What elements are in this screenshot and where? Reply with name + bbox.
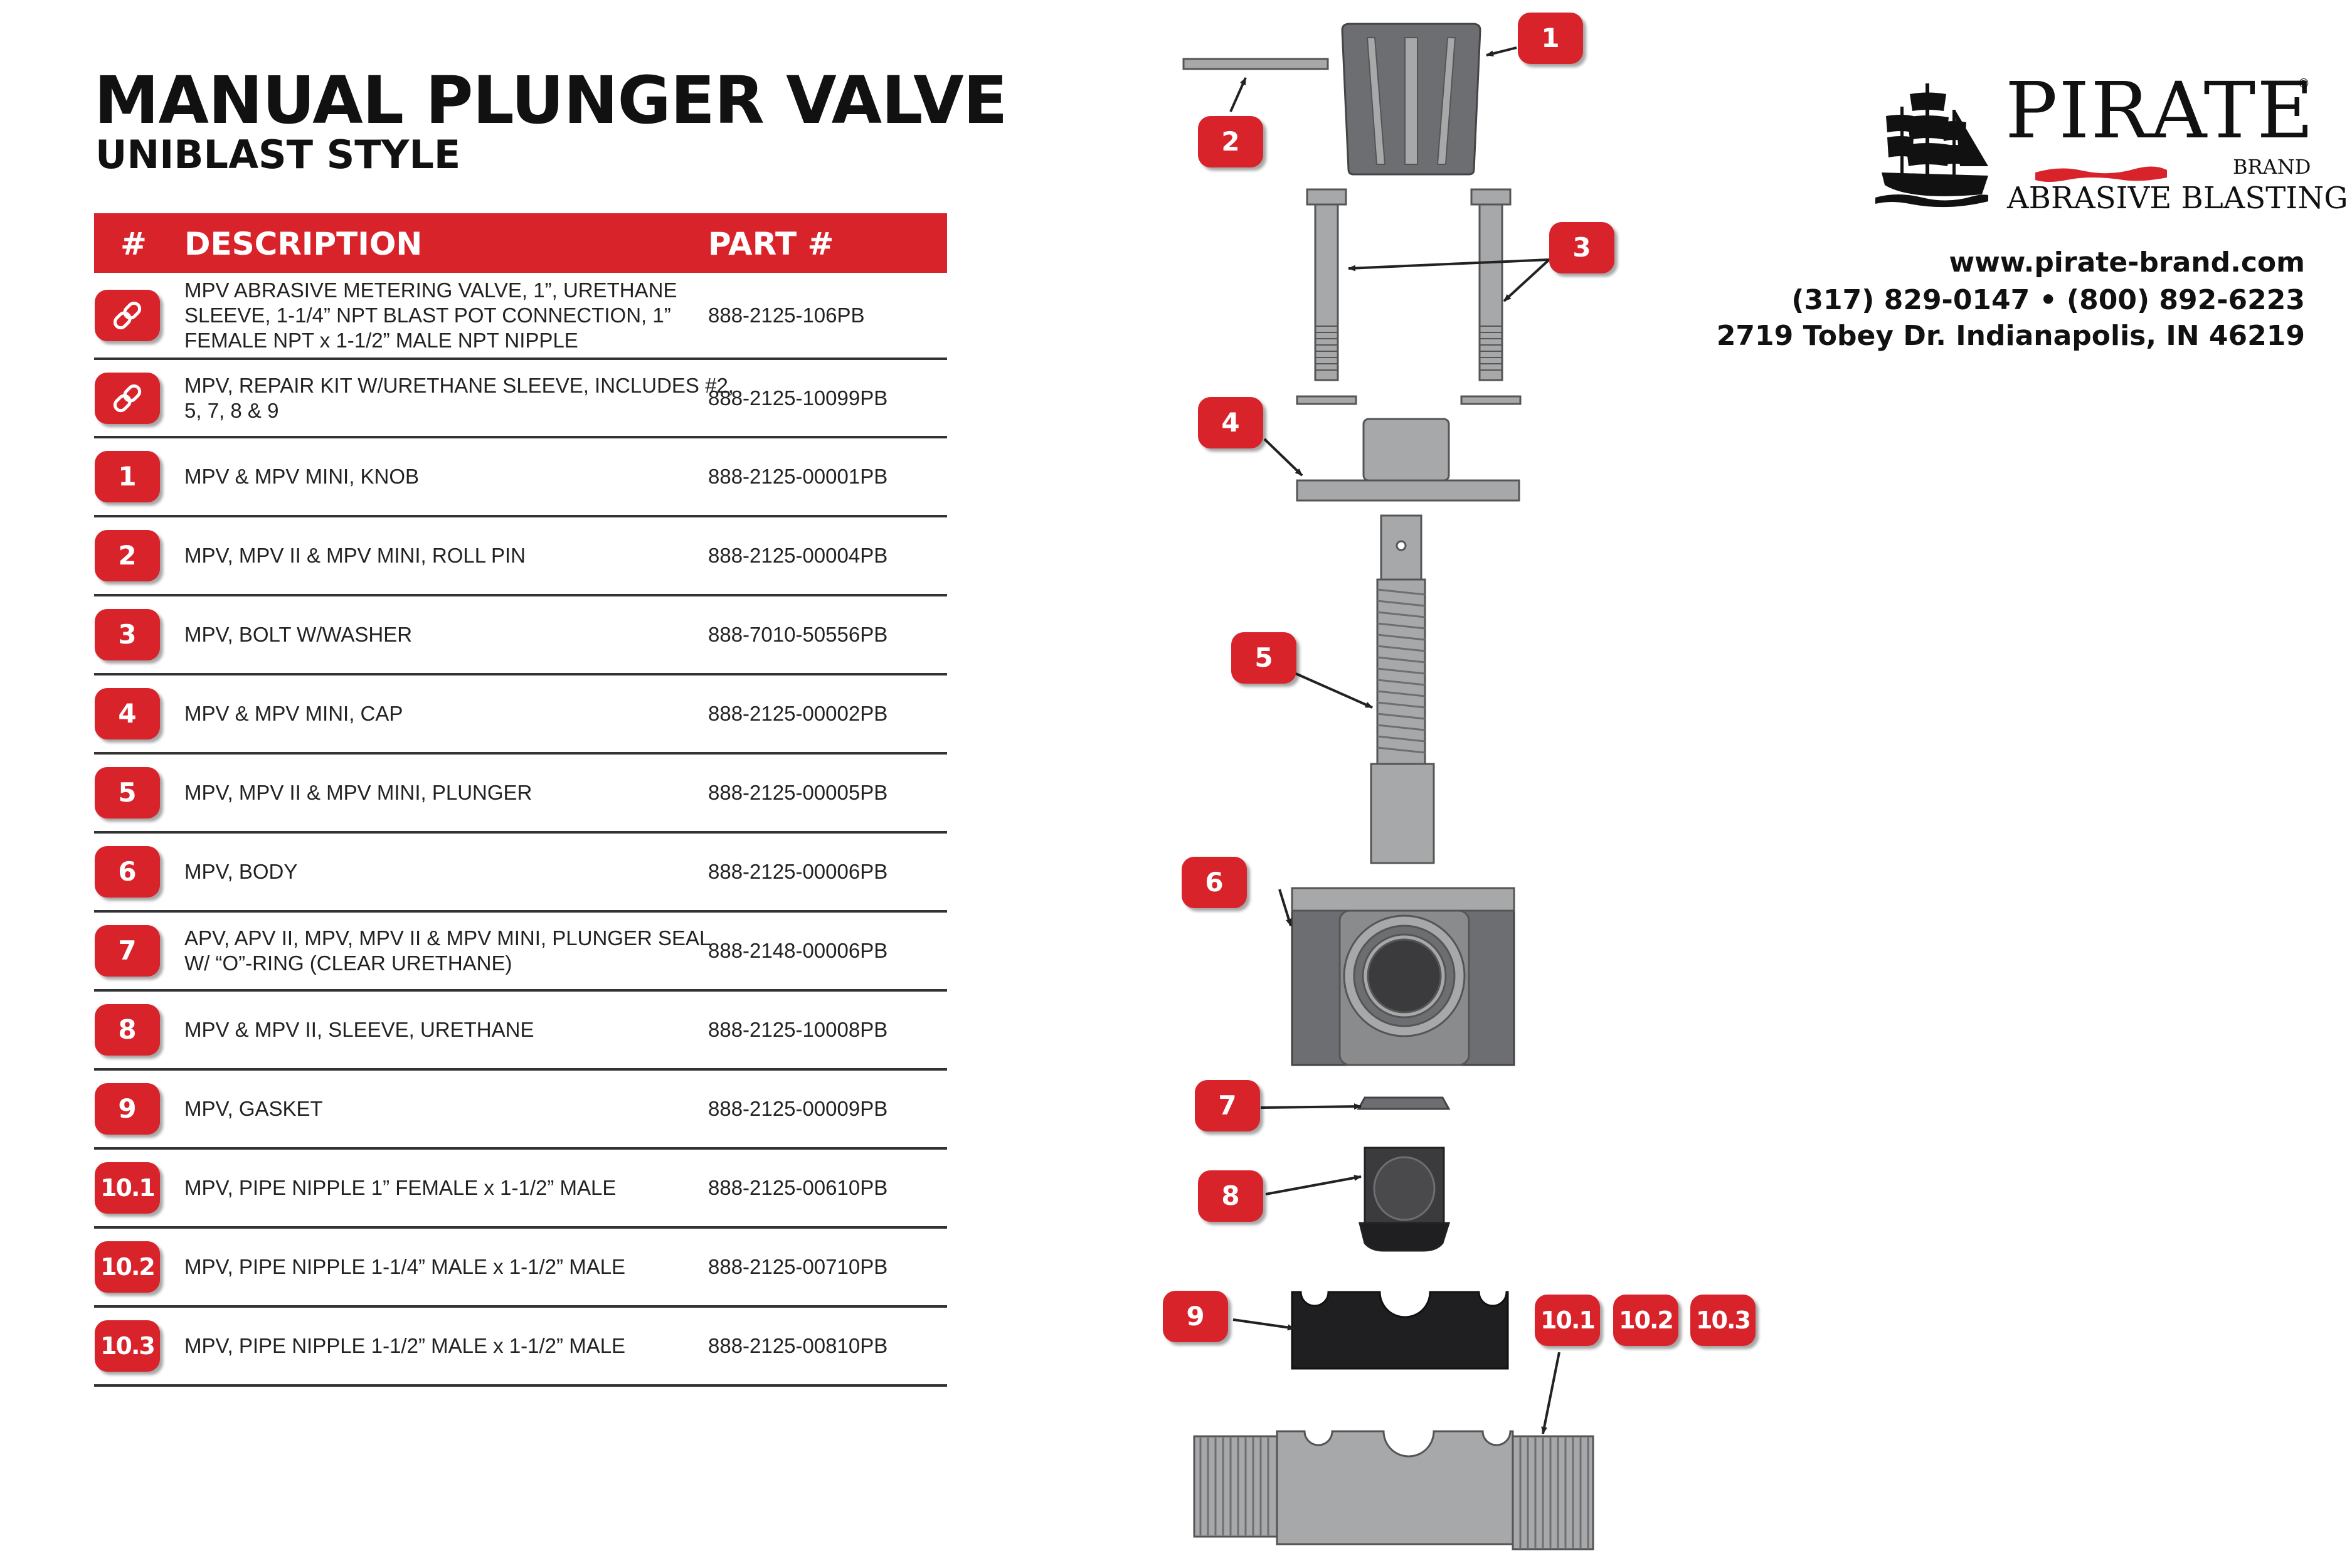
plunger-seal-part (1357, 1096, 1451, 1110)
table-row: 7 APV, APV II, MPV, MPV II & MPV MINI, P… (94, 913, 947, 992)
callout-2: 2 (1198, 116, 1263, 167)
website-link[interactable]: www.pirate-brand.com (1949, 246, 2305, 278)
table-row: 10.3 MPV, PIPE NIPPLE 1-1/2” MALE x 1-1/… (94, 1308, 947, 1387)
table-row: 2 MPV, MPV II & MPV MINI, ROLL PIN 888-2… (94, 517, 947, 596)
row-number-badge: 2 (95, 530, 160, 581)
bolt-part (1460, 188, 1522, 405)
table-row: 5 MPV, MPV II & MPV MINI, PLUNGER 888-21… (94, 755, 947, 834)
row-description: MPV, BODY (184, 860, 298, 883)
row-number-badge: 5 (95, 767, 160, 818)
row-number-badge: 8 (95, 1004, 160, 1056)
link-icon (95, 372, 160, 424)
table-row: 6 MPV, BODY 888-2125-00006PB (94, 834, 947, 913)
row-description: MPV, MPV II & MPV MINI, PLUNGER (184, 781, 532, 804)
row-description: MPV, GASKET (184, 1097, 323, 1120)
sleeve-part (1359, 1147, 1451, 1252)
table-row: MPV, REPAIR KIT W/URETHANE SLEEVE, INCLU… (94, 360, 947, 438)
row-part-number: 888-2125-106PB (708, 303, 865, 327)
row-description: MPV, PIPE NIPPLE 1-1/4” MALE x 1-1/2” MA… (184, 1255, 626, 1278)
row-part-number: 888-2125-00002PB (708, 702, 888, 725)
plunger-part (1370, 514, 1435, 864)
row-number-badge: 10.3 (95, 1320, 160, 1372)
cap-part (1296, 418, 1520, 502)
table-row: 4 MPV & MPV MINI, CAP 888-2125-00002PB (94, 675, 947, 755)
brand-tagline: ABRASIVE BLASTING (2007, 181, 2348, 216)
header-part: PART # (708, 226, 834, 262)
row-part-number: 888-2125-00710PB (708, 1255, 888, 1278)
callout-10-3: 10.3 (1690, 1295, 1756, 1346)
table-row: 9 MPV, GASKET 888-2125-00009PB (94, 1071, 947, 1150)
row-description: MPV, BOLT W/WASHER (184, 623, 413, 646)
table-row: 10.2 MPV, PIPE NIPPLE 1-1/4” MALE x 1-1/… (94, 1229, 947, 1308)
brand-name: PIRATE (2005, 66, 2315, 156)
callout-6: 6 (1182, 857, 1247, 908)
body-part (1291, 887, 1515, 1066)
gasket-part (1291, 1291, 1509, 1370)
row-part-number: 888-2125-00004PB (708, 544, 888, 567)
callout-5: 5 (1231, 632, 1296, 684)
callout-3: 3 (1549, 222, 1614, 273)
row-part-number: 888-2125-00009PB (708, 1097, 888, 1120)
brand-sub: BRAND (2233, 155, 2311, 179)
row-description: APV, APV II, MPV, MPV II & MPV MINI, PLU… (184, 926, 711, 975)
phone-numbers: (317) 829-0147 • (800) 892-6223 (1791, 284, 2305, 316)
row-part-number: 888-2148-00006PB (708, 939, 888, 962)
row-number-badge: 10.1 (95, 1162, 160, 1214)
brand-logo: PIRATE ® BRAND ABRASIVE BLASTING (1872, 71, 2348, 220)
row-part-number: 888-7010-50556PB (708, 623, 888, 646)
table-row: 8 MPV & MPV II, SLEEVE, URETHANE 888-212… (94, 992, 947, 1071)
row-part-number: 888-2125-00810PB (708, 1334, 888, 1357)
callout-8: 8 (1198, 1170, 1263, 1222)
pirate-ship-icon (1875, 83, 2167, 208)
callout-10-2: 10.2 (1613, 1295, 1678, 1346)
table-row: 1 MPV & MPV MINI, KNOB 888-2125-00001PB (94, 438, 947, 517)
callout-7: 7 (1195, 1080, 1260, 1131)
row-number-badge: 3 (95, 609, 160, 660)
page-title: MANUAL PLUNGER VALVE (94, 62, 1008, 139)
row-part-number: 888-2125-00005PB (708, 781, 888, 804)
row-number-badge: 10.2 (95, 1241, 160, 1293)
row-part-number: 888-2125-10099PB (708, 386, 888, 410)
callout-9: 9 (1163, 1291, 1228, 1342)
row-number-badge: 6 (95, 846, 160, 898)
row-description: MPV ABRASIVE METERING VALVE, 1”, URETHAN… (184, 278, 677, 352)
callout-1: 1 (1518, 13, 1583, 64)
leader-lines (1229, 46, 1560, 1434)
row-part-number: 888-2125-10008PB (708, 1018, 888, 1041)
table-header: # DESCRIPTION PART # (94, 213, 947, 273)
row-number-badge: 4 (95, 688, 160, 739)
header-description: DESCRIPTION (184, 226, 423, 262)
row-number-badge: 7 (95, 925, 160, 977)
row-part-number: 888-2125-00610PB (708, 1176, 888, 1199)
bolt-part (1296, 188, 1357, 405)
page-subtitle: UNIBLAST STYLE (95, 132, 461, 177)
row-description: MPV & MPV MINI, CAP (184, 702, 403, 725)
brand-registered: ® (2297, 76, 2310, 91)
row-description: MPV & MPV MINI, KNOB (184, 465, 420, 488)
table-row: 10.1 MPV, PIPE NIPPLE 1” FEMALE x 1-1/2”… (94, 1150, 947, 1229)
table-row: MPV ABRASIVE METERING VALVE, 1”, URETHAN… (94, 273, 947, 360)
row-description: MPV, REPAIR KIT W/URETHANE SLEEVE, INCLU… (184, 373, 734, 422)
knob-part (1341, 23, 1481, 176)
callout-4: 4 (1198, 397, 1263, 448)
row-description: MPV & MPV II, SLEEVE, URETHANE (184, 1018, 534, 1041)
parts-table: # DESCRIPTION PART # MPV ABRASIVE METERI… (94, 213, 947, 1387)
link-icon (95, 289, 160, 341)
row-description: MPV, MPV II & MPV MINI, ROLL PIN (184, 544, 526, 567)
row-part-number: 888-2125-00001PB (708, 465, 888, 488)
row-part-number: 888-2125-00006PB (708, 860, 888, 883)
table-row: 3 MPV, BOLT W/WASHER 888-7010-50556PB (94, 596, 947, 675)
callout-10-1: 10.1 (1535, 1295, 1600, 1346)
header-num: # (120, 226, 147, 262)
roll-pin-part (1182, 58, 1329, 70)
row-number-badge: 1 (95, 451, 160, 502)
pipe-nipple-part (1193, 1430, 1594, 1550)
address: 2719 Tobey Dr. Indianapolis, IN 46219 (1716, 320, 2305, 352)
row-description: MPV, PIPE NIPPLE 1-1/2” MALE x 1-1/2” MA… (184, 1334, 626, 1357)
row-description: MPV, PIPE NIPPLE 1” FEMALE x 1-1/2” MALE (184, 1176, 617, 1199)
row-number-badge: 9 (95, 1083, 160, 1135)
